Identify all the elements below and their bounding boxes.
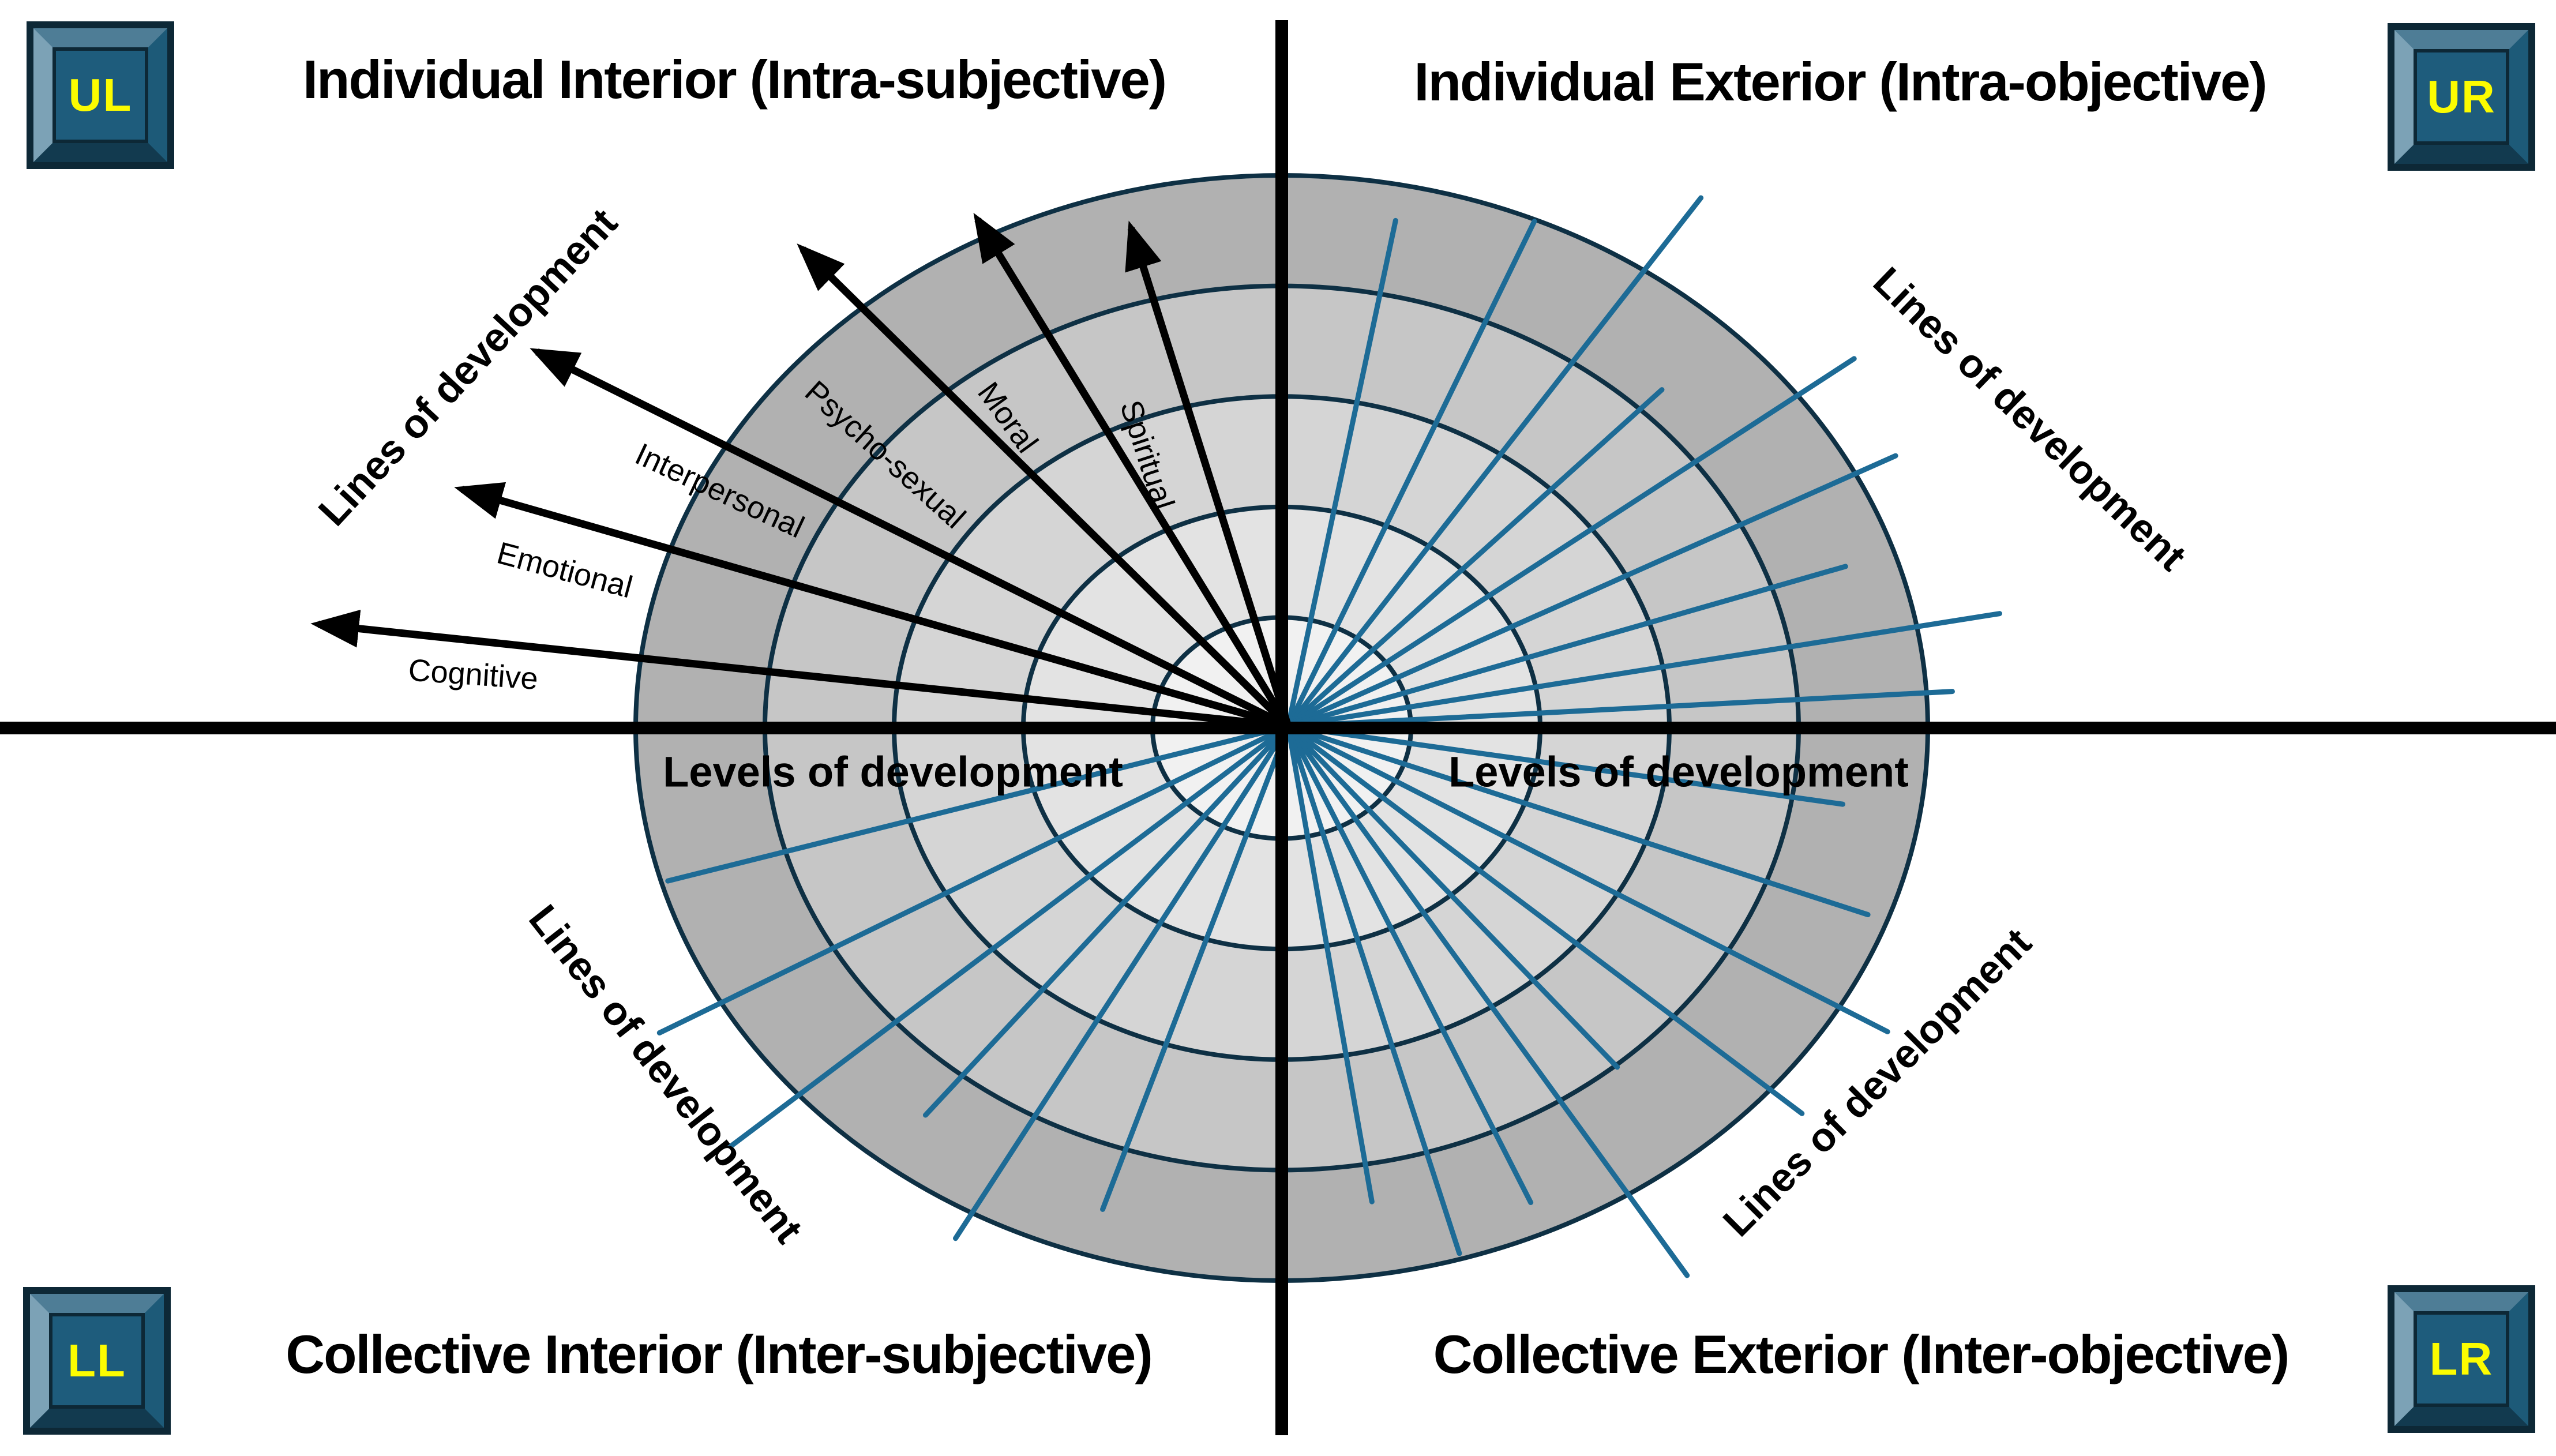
badge-ur: UR [2388, 23, 2535, 171]
teal-line-upper_right-7 [1285, 611, 2002, 729]
arrow-label-cognitive: Cognitive [407, 652, 539, 696]
lines-of-development-label: Lines of development [310, 200, 626, 534]
badge-ul-label: UL [52, 47, 148, 143]
teal-line-lower_left-0 [665, 723, 1291, 884]
teal-line-lower_left-1 [656, 723, 1291, 1035]
badge-bevel: UL [33, 28, 167, 162]
teal-line-lower_right-5 [1285, 723, 1690, 1278]
teal-line-lower_left-3 [922, 723, 1291, 1118]
teal-line-lower_left-4 [953, 723, 1291, 1241]
teal-line-lower_right-2 [1285, 723, 1890, 1034]
teal-line-lower_right-6 [1285, 723, 1534, 1206]
development-arrow-emotional [454, 482, 1289, 730]
development-arrow-interpersonal [530, 348, 1290, 730]
teal-line-lower_right-0 [1285, 723, 1846, 807]
badge-bevel: LL [30, 1294, 164, 1428]
lines-of-development-label: Lines of development [1865, 258, 2195, 579]
badge-lr-label: LR [2414, 1311, 2509, 1407]
badge-ul: UL [27, 21, 174, 169]
teal-line-upper_right-3 [1285, 387, 1665, 729]
badge-ll: LL [23, 1287, 171, 1435]
teal-line-upper_right-1 [1285, 219, 1537, 729]
teal-line-upper_right-2 [1285, 195, 1704, 729]
development-arrow-cognitive [310, 609, 1289, 730]
teal-line-upper_right-4 [1285, 356, 1857, 729]
teal-line-upper_right-8 [1285, 689, 1955, 729]
teal-line-upper_right-5 [1285, 453, 1898, 729]
teal-line-lower_left-5 [1100, 723, 1291, 1212]
levels-of-development-label: Levels of development [663, 748, 1123, 796]
badge-bevel: UR [2394, 30, 2528, 164]
teal-line-lower_right-4 [1285, 723, 1620, 1070]
arrow-label-emotional: Emotional [493, 535, 636, 605]
badge-ur-label: UR [2414, 49, 2509, 145]
title-individual-interior: Individual Interior (Intra-subjective) [302, 49, 1167, 110]
title-collective-interior: Collective Interior (Inter-subjective) [286, 1324, 1153, 1384]
badge-bevel: LR [2394, 1292, 2528, 1426]
title-individual-exterior: Individual Exterior (Intra-objective) [1414, 51, 2267, 112]
teal-line-upper_right-6 [1285, 564, 1848, 729]
title-collective-exterior: Collective Exterior (Inter-objective) [1433, 1324, 2290, 1384]
development-arrow-moral [973, 212, 1292, 729]
levels-of-development-label: Levels of development [1448, 748, 1909, 796]
teal-line-lower_right-3 [1285, 723, 1805, 1116]
badge-ll-label: LL [49, 1313, 145, 1409]
teal-line-lower_right-7 [1285, 723, 1462, 1256]
badge-lr: LR [2388, 1285, 2535, 1433]
teal-line-upper_right-0 [1285, 217, 1398, 729]
teal-line-lower_left-2 [728, 723, 1291, 1149]
teal-line-lower_right-1 [1285, 723, 1871, 918]
development-arrow-psycho-sexual [797, 243, 1291, 729]
development-arrow-spiritual [1125, 220, 1292, 727]
teal-line-lower_right-8 [1285, 723, 1375, 1204]
